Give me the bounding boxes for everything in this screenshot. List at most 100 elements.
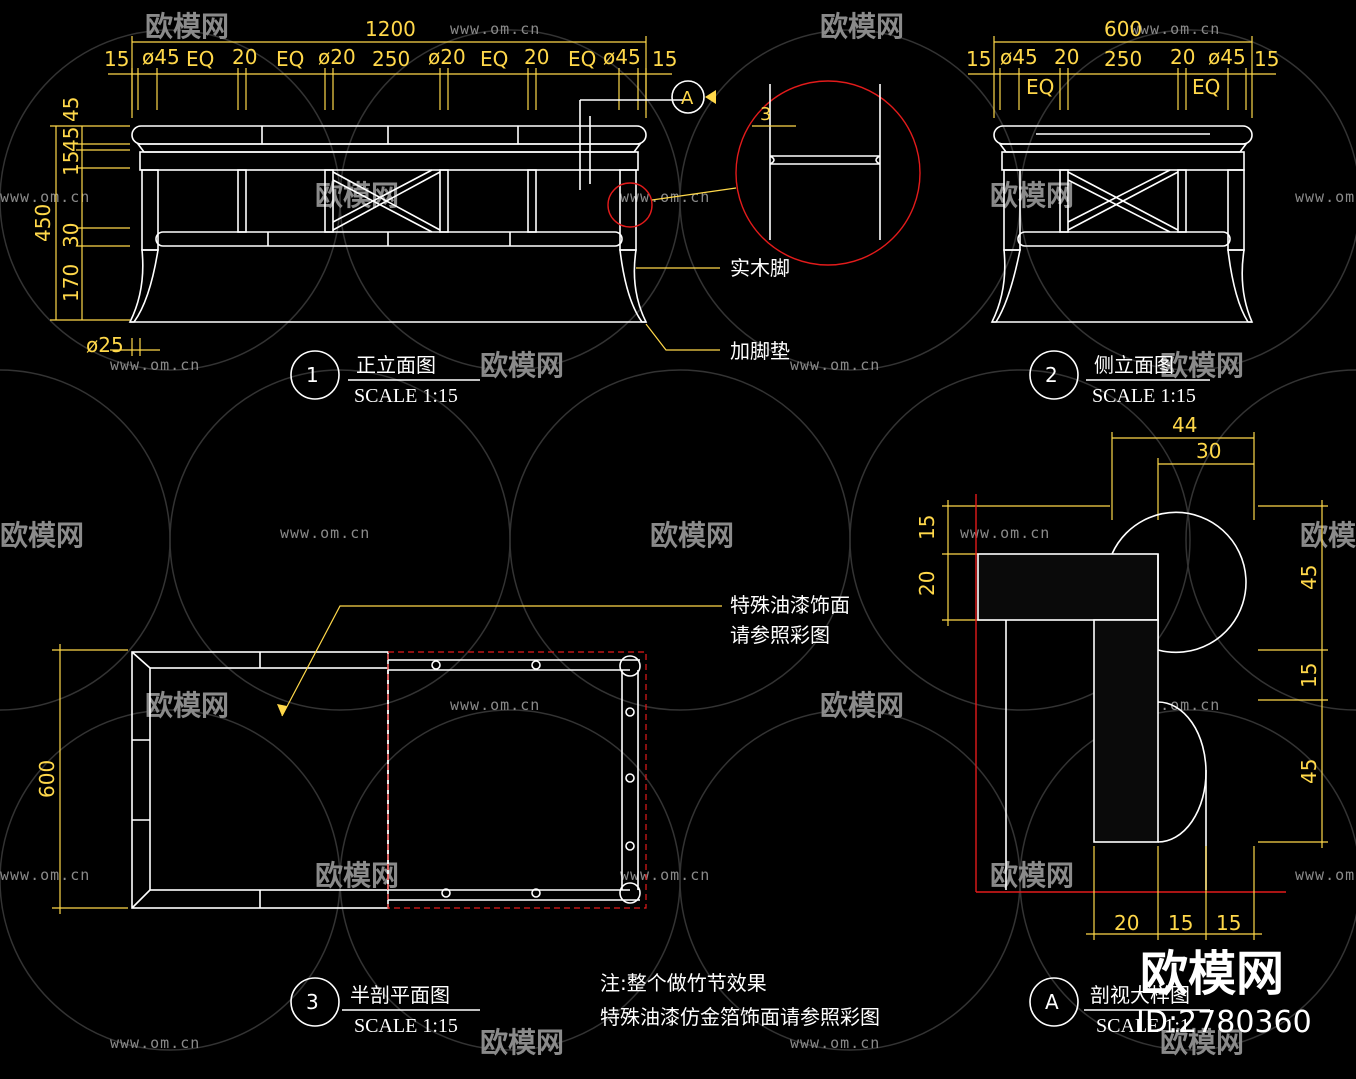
- watermark-url: www.om.cn: [110, 1034, 200, 1052]
- side-dim-4: 20: [1170, 45, 1195, 69]
- watermark-brand: 欧模网: [480, 1026, 564, 1059]
- watermark-brand: 欧模网: [820, 10, 904, 43]
- callout-solid-wood-leg: 实木脚: [730, 256, 790, 280]
- brand-model-id: ID:2780360: [1136, 1005, 1312, 1040]
- side-dim-3: 250: [1104, 47, 1142, 71]
- general-notes: 注:整个做竹节效果 特殊油漆仿金箔饰面请参照彩图: [600, 971, 880, 1029]
- side-total-width: 600: [1104, 17, 1142, 41]
- front-dim-2: EQ: [186, 47, 214, 71]
- side-dim-6: 15: [1254, 47, 1279, 71]
- front-view-title: 正立面图: [356, 353, 436, 377]
- detail-view-scale: SCALE 1:1: [1096, 1015, 1190, 1037]
- detail-top-dim-0: 44: [1172, 413, 1197, 437]
- front-dim-12: 15: [652, 47, 677, 71]
- section-detail-a: 44 30 15 20 45 15 45 20 15 15: [915, 413, 1328, 1037]
- watermark-brand: 欧模网: [145, 10, 229, 43]
- brand-stamp: 欧模网 ID:2780360: [1136, 946, 1312, 1040]
- side-dim-1: ø45: [1000, 45, 1038, 69]
- detail-bottom-dim-0: 20: [1114, 911, 1139, 935]
- watermark-url: www.om.cn: [280, 524, 370, 542]
- watermark-url: www.om.cn: [790, 356, 880, 374]
- front-dim-4: EQ: [276, 47, 304, 71]
- side-view-number: 2: [1045, 363, 1058, 387]
- plan-view-number: 3: [306, 990, 319, 1014]
- plan-finish-note: 特殊油漆饰面: [730, 593, 850, 617]
- front-dim-11: ø45: [603, 45, 641, 69]
- detail-left-dim-0: 15: [915, 515, 939, 540]
- front-left-dim-2: 15: [59, 151, 83, 176]
- side-elevation: 600 15 ø45 20 250 20 ø45 15 EQ EQ: [966, 17, 1279, 407]
- side-sub-dim-1: EQ: [1192, 75, 1220, 99]
- watermark-brand: 欧模网: [990, 859, 1074, 892]
- front-view-number: 1: [306, 363, 319, 387]
- half-section-plan: 600 特殊油漆饰面 请参照彩图 3 半剖平面图 SCALE 1:15: [35, 593, 850, 1037]
- watermark-brand: 欧模网: [650, 519, 734, 552]
- front-dim-3: 20: [232, 45, 257, 69]
- watermark-url: www.om.cn: [0, 188, 90, 206]
- side-dim-2: 20: [1054, 45, 1079, 69]
- front-total-width: 1200: [365, 17, 416, 41]
- detail-view-title: 剖视大样图: [1090, 983, 1190, 1007]
- front-dim-8: EQ: [480, 47, 508, 71]
- plan-view-scale: SCALE 1:15: [354, 1015, 458, 1037]
- watermark-brand: 欧模网: [145, 689, 229, 722]
- front-elevation: 1200 15 ø45 EQ 20 EQ ø20 250 ø20 EQ 20 E…: [31, 17, 921, 407]
- front-dim-6: 250: [372, 47, 410, 71]
- front-dim-5: ø20: [318, 45, 356, 69]
- plan-view-title: 半剖平面图: [350, 983, 450, 1007]
- watermark-url: www.om.cn: [1295, 188, 1356, 206]
- detail-right-dim-0: 45: [1297, 565, 1321, 590]
- front-dim-1: ø45: [142, 45, 180, 69]
- watermark-brand: 欧模网: [1300, 519, 1356, 552]
- detail-left-dim-1: 20: [915, 571, 939, 596]
- detail-right-dim-2: 45: [1297, 759, 1321, 784]
- front-dim-9: 20: [524, 45, 549, 69]
- section-tag-a: A: [681, 88, 694, 109]
- detail-view-tag: A: [1045, 990, 1059, 1014]
- side-view-scale: SCALE 1:15: [1092, 385, 1196, 407]
- watermark-brand: 欧模网: [315, 859, 399, 892]
- watermark-url: www.om.cn: [790, 1034, 880, 1052]
- watermark-pattern: 欧模网 www.om.cn 欧模网 www.om.cn www.om.cn 欧模…: [0, 10, 1356, 1059]
- watermark-brand: 欧模网: [1160, 1026, 1244, 1059]
- watermark-url: www.om.cn: [0, 866, 90, 884]
- watermark-url: www.om.cn: [110, 356, 200, 374]
- watermark-url: www.om.cn: [620, 866, 710, 884]
- watermark-url: www.om.cn: [1130, 20, 1220, 38]
- plan-finish-reference: 请参照彩图: [730, 623, 830, 647]
- watermark-brand: 欧模网: [315, 179, 399, 212]
- note-line-1: 注:整个做竹节效果: [600, 971, 767, 995]
- watermark-brand: 欧模网: [480, 349, 564, 382]
- side-view-title: 侧立面图: [1094, 353, 1174, 377]
- watermark-brand: 欧模网: [820, 689, 904, 722]
- front-height: 450: [31, 204, 55, 242]
- front-left-dim-4: 30: [59, 223, 83, 248]
- watermark-url: www.om.cn: [450, 696, 540, 714]
- watermark-url: www.om.cn: [450, 20, 540, 38]
- side-dim-0: 15: [966, 47, 991, 71]
- detail-top-dim-1: 30: [1196, 439, 1221, 463]
- detail-bottom-dim-1: 15: [1168, 911, 1193, 935]
- front-dim-10: EQ: [568, 47, 596, 71]
- watermark-brand: 欧模网: [0, 519, 84, 552]
- front-left-dim-1: 45: [59, 127, 83, 152]
- watermark-brand: 欧模网: [990, 179, 1074, 212]
- detail-bottom-dim-2: 15: [1216, 911, 1241, 935]
- front-left-dim-0: 45: [59, 97, 83, 122]
- front-left-dim-5: 170: [59, 264, 83, 302]
- front-dim-7: ø20: [428, 45, 466, 69]
- front-view-scale: SCALE 1:15: [354, 385, 458, 407]
- watermark-brand: 欧模网: [1160, 349, 1244, 382]
- note-line-2: 特殊油漆仿金箔饰面请参照彩图: [600, 1005, 880, 1029]
- brand-logo-text: 欧模网: [1140, 946, 1284, 1002]
- watermark-url: www.om.cn: [1295, 866, 1356, 884]
- side-sub-dim-0: EQ: [1026, 75, 1054, 99]
- detail-right-dim-1: 15: [1297, 663, 1321, 688]
- plan-depth-dim: 600: [35, 760, 59, 798]
- watermark-url: www.om.cn: [620, 188, 710, 206]
- detail-dim: 3: [760, 104, 771, 125]
- front-dim-0: 15: [104, 47, 129, 71]
- watermark-url: www.om.cn: [960, 524, 1050, 542]
- side-dim-5: ø45: [1208, 45, 1246, 69]
- callout-foot-pad: 加脚垫: [730, 339, 790, 363]
